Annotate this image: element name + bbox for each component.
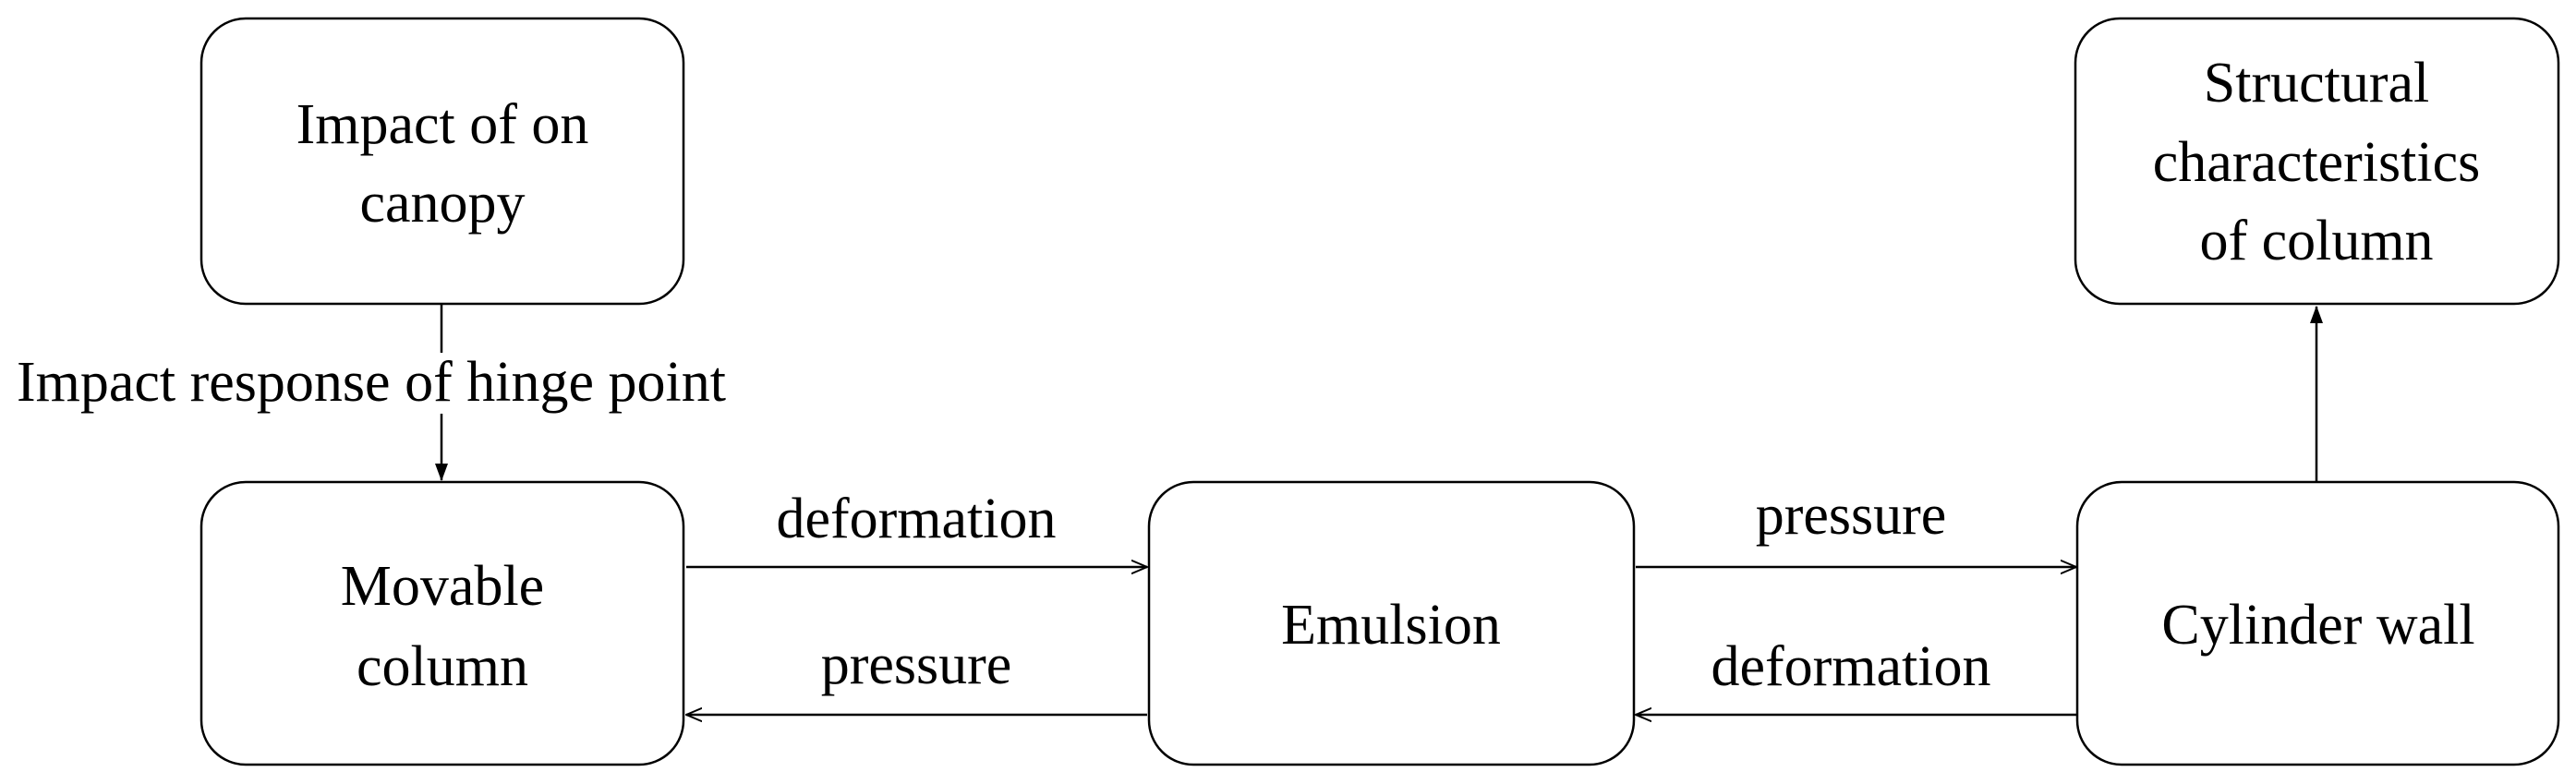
node-impact-canopy-line-2: canopy [359, 172, 525, 235]
hinge-label: Impact response of hinge point [17, 351, 726, 414]
node-structural-line-1: Structural [2204, 52, 2430, 115]
node-movable-line-2: column [357, 635, 528, 698]
node-structural-line-2: characteristics [2153, 131, 2481, 194]
node-cylinder-line-1: Cylinder wall [2161, 594, 2474, 657]
node-impact-canopy-line-1: Impact of on [296, 93, 589, 156]
node-movable-line-1: Movable [341, 555, 544, 618]
node-impact-canopy: Impact of on canopy [200, 17, 685, 306]
label-emulsion-to-movable: pressure [821, 633, 1012, 696]
hinge-label-bg [17, 353, 822, 414]
node-structural: Structural characteristics of column [2074, 17, 2560, 306]
label-movable-to-emulsion: deformation [776, 488, 1056, 550]
node-emulsion: Emulsion [1147, 480, 1636, 766]
node-cylinder: Cylinder wall [2075, 480, 2560, 766]
label-cylinder-to-emulsion: deformation [1711, 635, 1990, 698]
node-movable: Movable column [200, 480, 685, 766]
node-structural-line-3: of column [2199, 210, 2433, 272]
node-emulsion-line-1: Emulsion [1281, 594, 1501, 657]
label-emulsion-to-cylinder: pressure [1756, 484, 1947, 547]
